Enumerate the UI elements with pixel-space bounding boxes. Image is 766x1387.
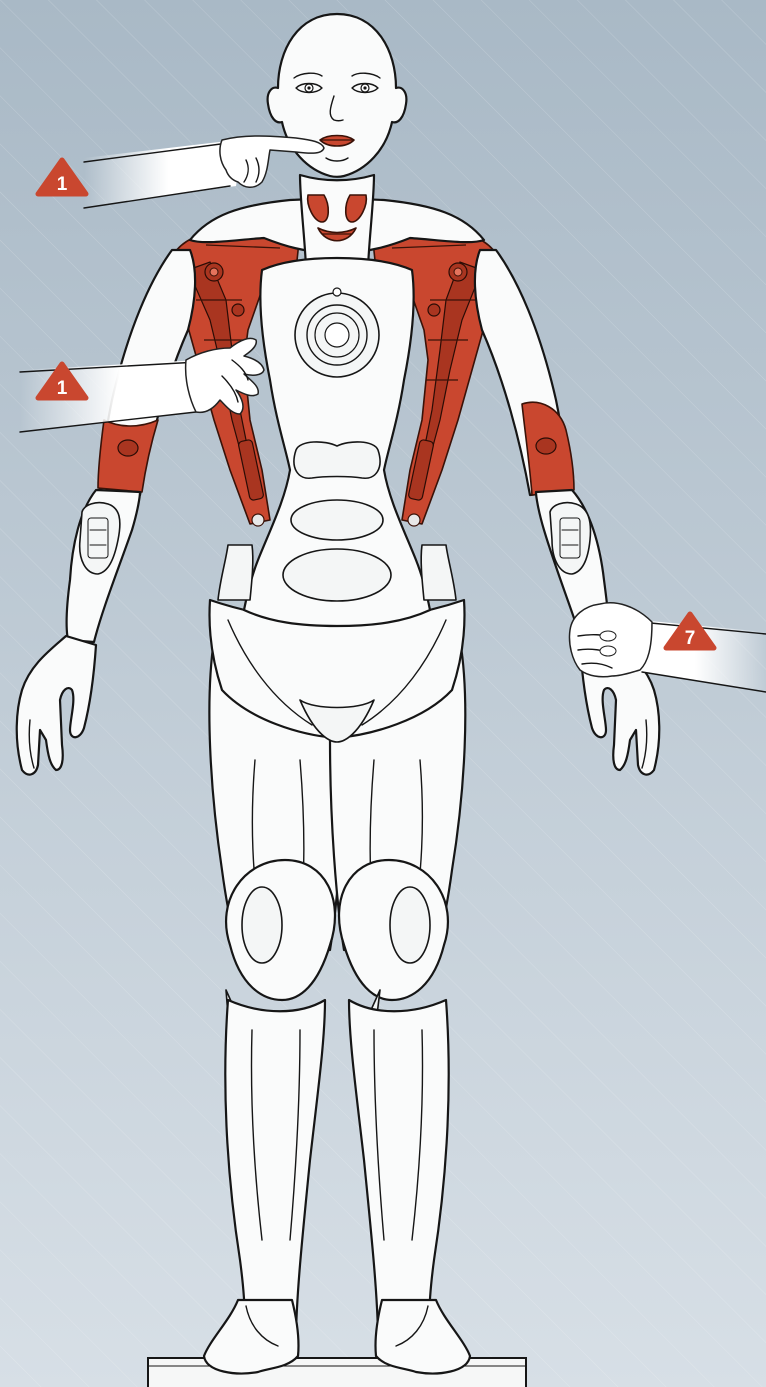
- badge-label: 7: [685, 628, 696, 649]
- base-plate: [148, 1358, 526, 1387]
- badge-label: 1: [57, 174, 68, 195]
- badge-label: 1: [57, 378, 68, 399]
